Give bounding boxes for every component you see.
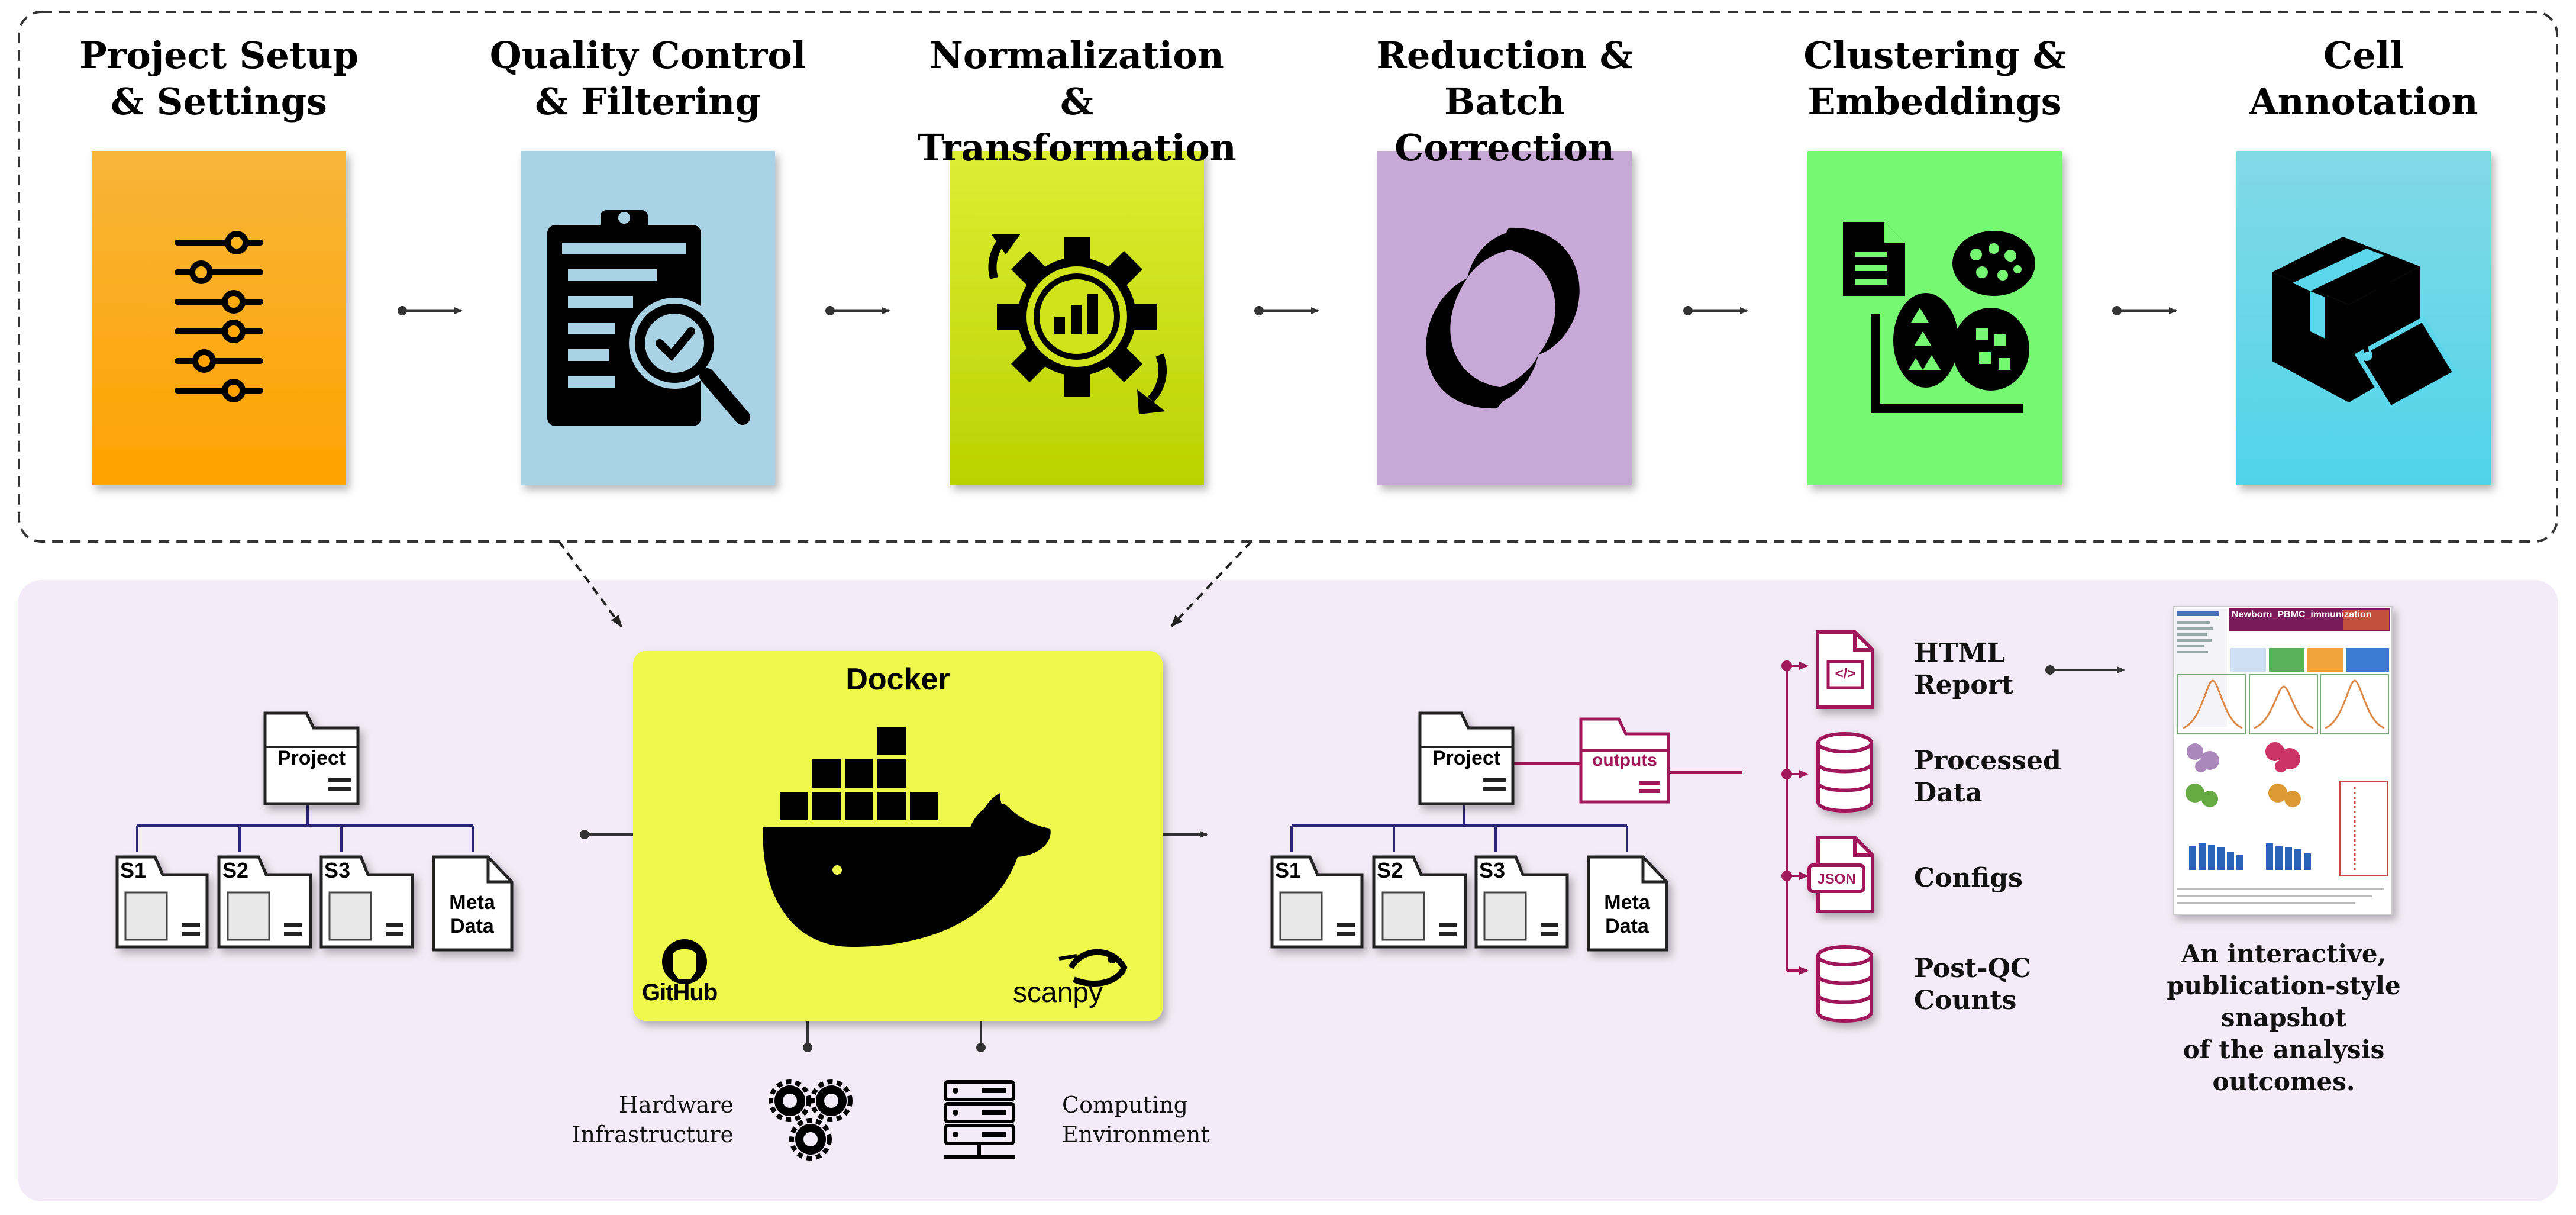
docker-title: Docker xyxy=(845,662,950,697)
output-tree-lines xyxy=(1290,804,1628,852)
clipboard-check-icon xyxy=(547,210,750,426)
input-project-label: Project xyxy=(277,747,346,769)
gear-chart-icon xyxy=(988,233,1167,414)
report-caption: An interactive, publication-style snapsh… xyxy=(2167,939,2401,1096)
outputs-branch-dots xyxy=(1781,660,1792,881)
report-thumbnail-contents xyxy=(2175,608,2390,904)
sample-folder-s2 xyxy=(217,855,312,949)
stage-card-reduction xyxy=(1377,151,1632,485)
scanpy-label: scanpy xyxy=(1013,977,1103,1008)
database-icon-counts xyxy=(1816,945,1873,1023)
html-file-icon xyxy=(1816,630,1874,709)
input-s3-label: S3 xyxy=(324,858,351,882)
stage-card-setup xyxy=(92,151,346,485)
stages-to-docker-connector-right xyxy=(1170,540,1253,627)
output-label-configs: Configs xyxy=(1914,863,2023,893)
output-s3-label: S3 xyxy=(1479,858,1506,882)
swirl-icon xyxy=(1426,227,1580,409)
output-project-label: Project xyxy=(1432,747,1501,769)
json-file-icon xyxy=(1807,836,1874,913)
github-label: GitHub xyxy=(642,979,718,1005)
cluster-plot-icon xyxy=(1843,222,2035,413)
meta-data-file xyxy=(432,855,514,952)
input-s2-label: S2 xyxy=(222,858,249,882)
outputs-branch-lines xyxy=(1668,662,1809,975)
report-header-title: Newborn_PBMC_immunization xyxy=(2232,610,2372,620)
input-tree-lines xyxy=(136,804,474,852)
output-project-folder xyxy=(1418,711,1515,805)
json-tag: JSON xyxy=(1817,871,1856,887)
outputs-folder xyxy=(1579,717,1670,804)
output-sample-folders xyxy=(1270,855,1668,952)
scanpy-logo xyxy=(1058,949,1128,987)
stages-region xyxy=(18,11,2558,543)
input-project-folder xyxy=(263,711,360,805)
stage-title-qc: Quality Control& Filtering xyxy=(489,34,806,123)
sample-folder-s3 xyxy=(319,855,414,949)
outputs-folder-label: outputs xyxy=(1592,750,1657,770)
output-s2-label: S2 xyxy=(1377,858,1403,882)
stage-arrow-dots xyxy=(398,306,2122,315)
database-icon xyxy=(1816,732,1873,813)
input-sample-folders xyxy=(115,855,514,952)
stage-title-setup: Project Setup& Settings xyxy=(79,34,359,123)
stages-to-docker-connector-left xyxy=(558,540,622,627)
github-logo xyxy=(662,939,707,984)
input-s1-label: S1 xyxy=(120,858,147,882)
html-tag: </> xyxy=(1835,666,1856,682)
stage-title-clustering: Clustering &Embeddings xyxy=(1803,34,2066,123)
server-rack-icon xyxy=(944,1080,1015,1159)
docker-whale-icon xyxy=(763,727,1051,947)
sliders-icon xyxy=(175,231,263,402)
stage-title-normalization: Normalization &Transformation xyxy=(917,34,1237,169)
output-s1-label: S1 xyxy=(1275,858,1302,882)
package-tag-icon xyxy=(2272,237,2459,412)
report-arrow-dot xyxy=(2045,665,2055,675)
sample-folder-s1 xyxy=(115,855,209,949)
stage-title-reduction: Reduction &Batch Correction xyxy=(1376,34,1633,169)
hardware-gears-icon xyxy=(769,1079,853,1161)
